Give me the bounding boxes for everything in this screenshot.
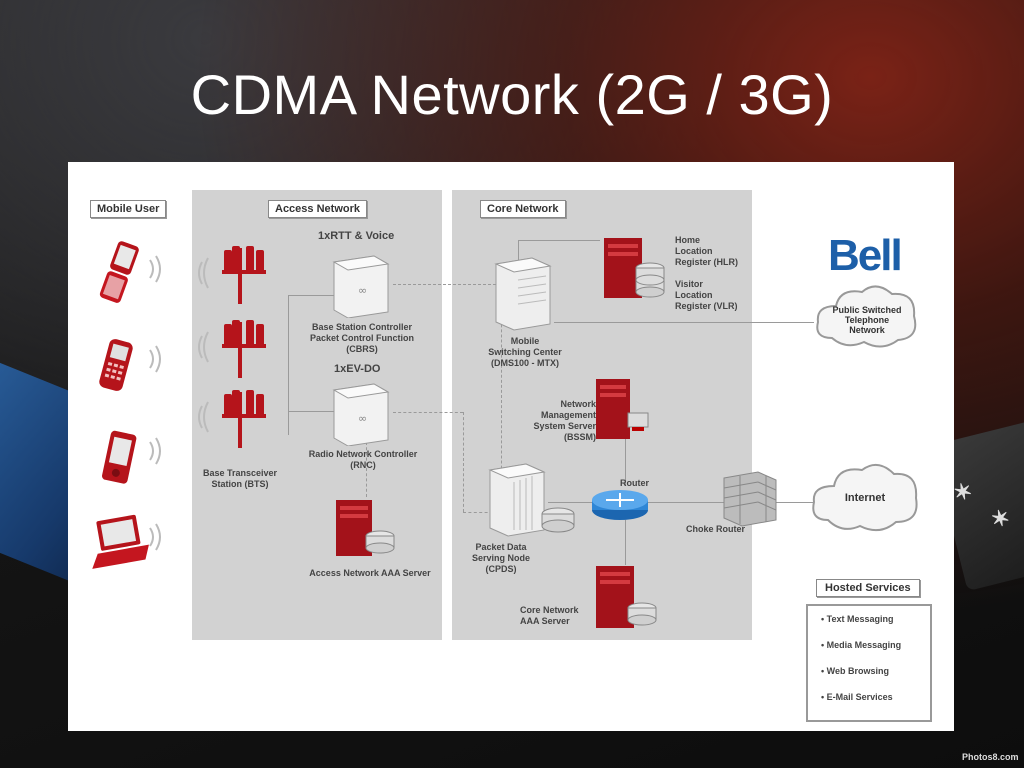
link-router-aaa	[625, 520, 626, 565]
flip-phone-icon	[99, 241, 139, 303]
bell-logo: Bell	[828, 231, 903, 280]
link-msc-hlr	[518, 240, 519, 262]
internet-label: Internet	[844, 492, 886, 504]
link-router-nms	[625, 437, 626, 485]
hosted-service-item: • Web Browsing	[821, 666, 889, 676]
pdsn-rack-icon	[488, 463, 575, 537]
link-bts-2	[288, 411, 338, 412]
choke-router-label: Choke Router	[686, 524, 746, 534]
watermark: Photos8.com	[962, 752, 1019, 762]
nms-server-icon	[596, 379, 649, 439]
pda-signal-icon	[149, 437, 161, 465]
router-icon	[592, 490, 648, 520]
bts-label: Base Transceiver Station (BTS)	[202, 468, 278, 489]
pdsn-label: Packet Data Serving Node (CPDS)	[471, 542, 530, 574]
pda-icon	[102, 430, 137, 484]
tech-label-1xrtt: 1xRTT & Voice	[318, 230, 395, 242]
pstn-label: Public Switched Telephone Network	[832, 305, 902, 335]
hosted-service-item: • E-Mail Services	[821, 692, 893, 702]
link-bts-vert	[288, 295, 289, 435]
phone-signal-icon	[149, 255, 161, 283]
link-rnc-vert	[463, 412, 464, 512]
bts-tower-icon	[198, 390, 266, 448]
hosted-service-item: • Media Messaging	[821, 640, 902, 650]
hlr-vlr-server-icon	[604, 238, 665, 298]
core-aaa-server-icon	[596, 566, 657, 628]
hlr-label: Home Location Register (HLR)	[675, 235, 739, 267]
laptop-signal-icon	[149, 523, 161, 551]
link-rnc-core	[393, 412, 463, 413]
internet-cloud-icon	[812, 463, 918, 532]
hosted-service-item: • Text Messaging	[821, 614, 894, 624]
access-aaa-label: Access Network AAA Server	[309, 568, 431, 578]
laptop-icon	[92, 514, 149, 569]
hosted-services-box	[806, 604, 932, 722]
msc-rack-icon	[494, 257, 552, 331]
router-label: Router	[620, 478, 649, 488]
pstn-cloud-icon	[816, 285, 917, 348]
access-network-header: Access Network	[268, 200, 367, 218]
bsc-label: Base Station Controller Packet Control F…	[309, 322, 414, 354]
msc-label: Mobile Switching Center (DMS100 - MTX)	[488, 336, 562, 368]
link-bts-1	[288, 295, 338, 296]
bts-tower-icon	[198, 320, 266, 378]
bsc-cabinet-icon: ∞	[332, 255, 390, 318]
vlr-label: Visitor Location Register (VLR)	[675, 279, 738, 311]
diagram-canvas: Mobile User Access Network Core Network …	[68, 162, 954, 731]
mobile-user-header: Mobile User	[90, 200, 167, 218]
slide-title: CDMA Network (2G / 3G)	[190, 63, 834, 126]
rnc-cabinet-icon: ∞	[332, 383, 390, 446]
link-pdsn-router	[548, 502, 604, 503]
hosted-services-header: Hosted Services	[816, 579, 920, 597]
tech-label-1xevdo: 1xEV-DO	[334, 363, 381, 375]
svg-text:∞: ∞	[358, 412, 367, 425]
nms-label: Network Management System Server (BSSM)	[533, 399, 596, 442]
rnc-label: Radio Network Controller (RNC)	[308, 449, 418, 470]
bts-tower-icon	[198, 246, 266, 304]
link-rnc-aaa	[366, 442, 367, 497]
phone-signal-icon	[149, 345, 161, 373]
link-msc-pstn	[554, 322, 814, 323]
access-aaa-server-icon	[336, 500, 395, 556]
svg-text:∞: ∞	[358, 284, 367, 297]
link-hlr-top	[518, 240, 600, 241]
core-network-header: Core Network	[480, 200, 566, 218]
core-aaa-label: Core Network AAA Server	[520, 605, 579, 626]
link-router-choke	[648, 502, 738, 503]
link-to-pdsn	[463, 512, 493, 513]
link-core-vert	[501, 284, 502, 514]
candybar-phone-icon	[99, 339, 133, 391]
firewall-icon	[723, 471, 777, 527]
link-bsc-core	[393, 284, 501, 285]
link-choke-internet	[776, 502, 816, 503]
